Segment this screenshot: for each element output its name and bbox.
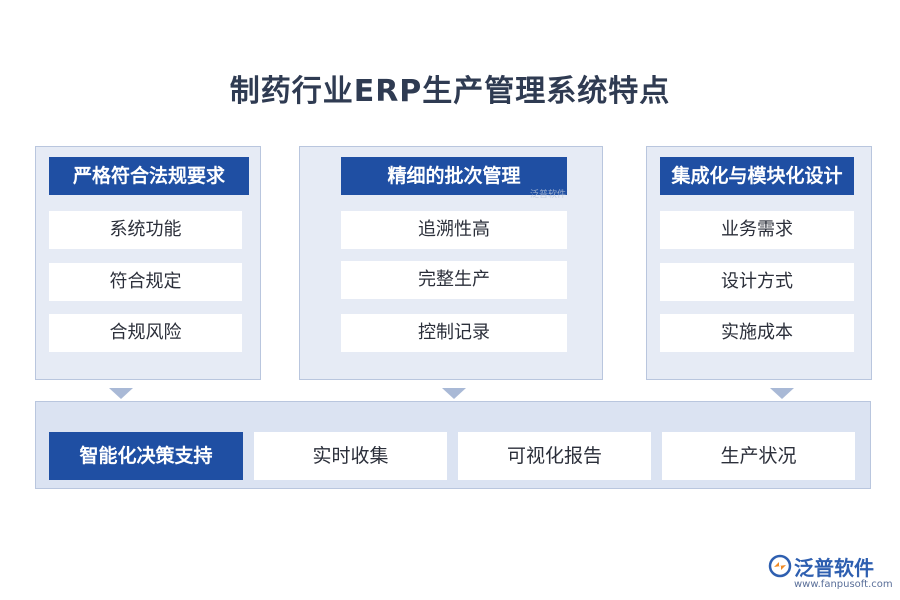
bottom-cell: 可视化报告 bbox=[458, 432, 651, 480]
brand-logo: 泛普软件 www.fanpusoft.com bbox=[768, 552, 893, 594]
feature-panel-integration: 集成化与模块化设计 业务需求 设计方式 实施成本 bbox=[646, 146, 872, 380]
panel-item: 业务需求 bbox=[660, 211, 854, 249]
logo-url: www.fanpusoft.com bbox=[794, 579, 893, 590]
panel-item: 设计方式 bbox=[660, 263, 854, 301]
panel-heading: 集成化与模块化设计 bbox=[660, 157, 854, 195]
panel-item: 完整生产 bbox=[341, 261, 567, 299]
bottom-section: 智能化决策支持 实时收集 可视化报告 生产状况 bbox=[35, 401, 871, 489]
down-arrow-icon bbox=[109, 388, 133, 399]
bottom-cell: 生产状况 bbox=[662, 432, 855, 480]
panel-item: 系统功能 bbox=[49, 211, 242, 249]
panel-item: 追溯性高 bbox=[341, 211, 567, 249]
page-title: 制药行业ERP生产管理系统特点 bbox=[229, 74, 671, 109]
down-arrow-icon bbox=[442, 388, 466, 399]
panel-heading: 精细的批次管理 bbox=[341, 157, 567, 195]
panel-item: 控制记录 bbox=[341, 314, 567, 352]
feature-panel-regulatory: 严格符合法规要求 系统功能 符合规定 合规风险 bbox=[35, 146, 261, 380]
down-arrow-icon bbox=[770, 388, 794, 399]
bottom-cell-primary: 智能化决策支持 bbox=[49, 432, 243, 480]
panel-heading: 严格符合法规要求 bbox=[49, 157, 249, 195]
logo-mark-icon bbox=[768, 554, 792, 578]
panel-item: 符合规定 bbox=[49, 263, 242, 301]
logo-name: 泛普软件 bbox=[794, 556, 874, 580]
feature-panel-batch: 精细的批次管理 追溯性高 完整生产 控制记录 bbox=[299, 146, 603, 380]
watermark: 泛普软件 bbox=[530, 190, 567, 200]
panel-item: 合规风险 bbox=[49, 314, 242, 352]
bottom-cell: 实时收集 bbox=[254, 432, 447, 480]
panel-item: 实施成本 bbox=[660, 314, 854, 352]
